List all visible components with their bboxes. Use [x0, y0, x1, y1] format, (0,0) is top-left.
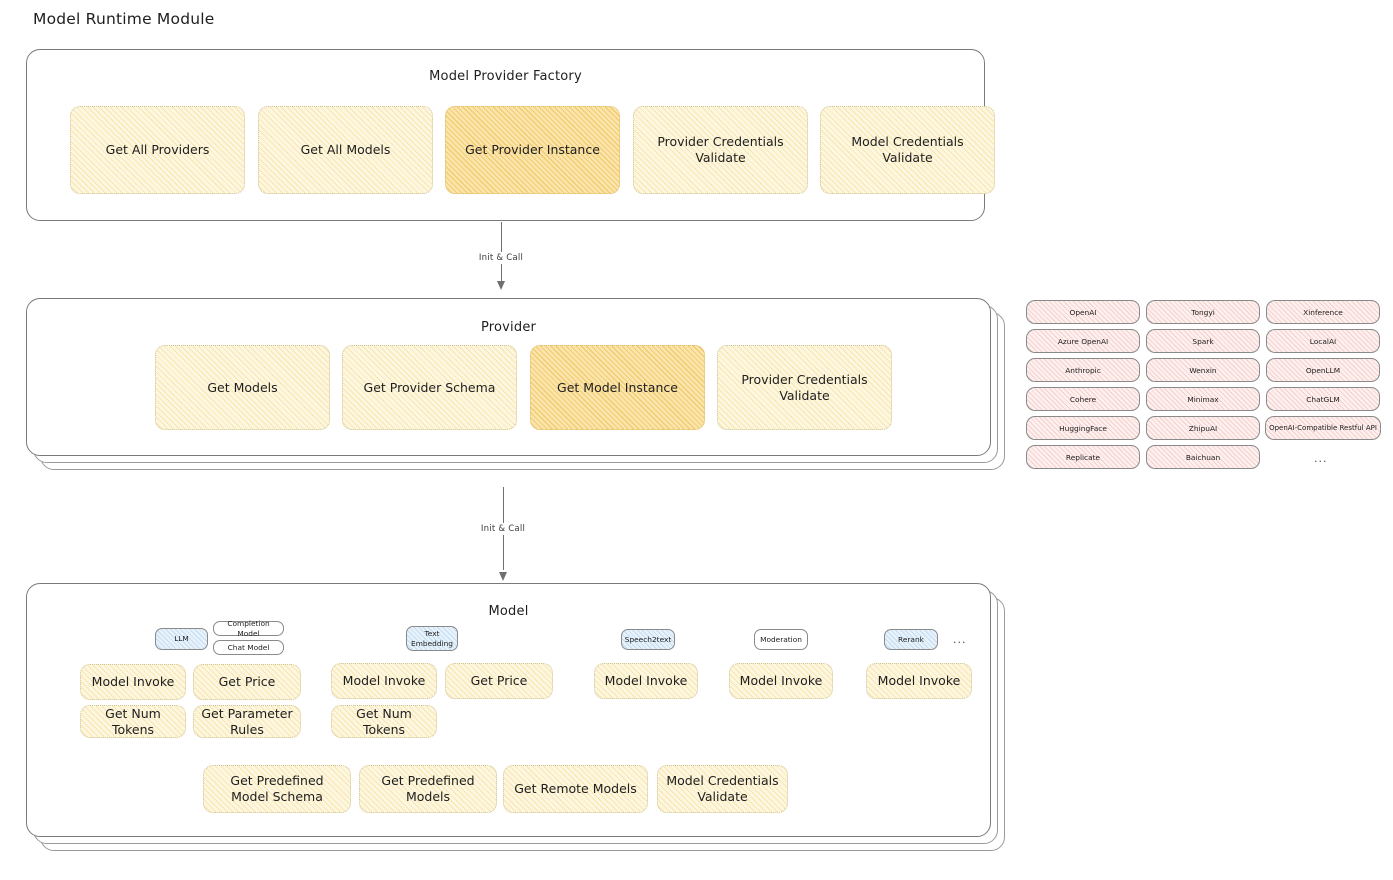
arrow-1-line	[501, 222, 502, 281]
provider-method-get-model-instance[interactable]: Get Model Instance	[530, 345, 705, 430]
model-type-badge-text-embedding[interactable]: Text Embedding	[406, 626, 458, 651]
provider-pill-xinference[interactable]: Xinference	[1266, 300, 1380, 324]
model-type-badge-moderation[interactable]: Moderation	[754, 629, 808, 650]
provider-list-more: ...	[1314, 452, 1328, 465]
text-embedding-method-model-invoke[interactable]: Model Invoke	[331, 663, 437, 699]
provider-panel: Provider Get Models Get Provider Schema …	[26, 298, 1005, 473]
page-title: Model Runtime Module	[33, 10, 215, 28]
model-type-badge-rerank[interactable]: Rerank	[884, 629, 938, 650]
model-method-model-credentials-validate[interactable]: Model Credentials Validate	[657, 765, 788, 813]
provider-title: Provider	[480, 320, 537, 335]
provider-method-get-provider-schema[interactable]: Get Provider Schema	[342, 345, 517, 430]
factory-method-get-all-models[interactable]: Get All Models	[258, 106, 433, 194]
provider-pill-openai-compatible-restful-api[interactable]: OpenAI-Compatible Restful API	[1265, 416, 1381, 440]
llm-method-model-invoke[interactable]: Model Invoke	[80, 664, 186, 700]
model-types-more: ...	[953, 633, 967, 646]
model-type-badge-speech2text[interactable]: Speech2text	[621, 629, 675, 650]
provider-pill-openllm[interactable]: OpenLLM	[1266, 358, 1380, 382]
provider-list: OpenAI Azure OpenAI Anthropic Cohere Hug…	[1026, 300, 1381, 475]
model-type-badge-llm[interactable]: LLM	[155, 628, 208, 650]
provider-pill-chatglm[interactable]: ChatGLM	[1266, 387, 1380, 411]
provider-pill-cohere[interactable]: Cohere	[1026, 387, 1140, 411]
provider-pill-spark[interactable]: Spark	[1146, 329, 1260, 353]
factory-method-get-all-providers[interactable]: Get All Providers	[70, 106, 245, 194]
provider-pill-anthropic[interactable]: Anthropic	[1026, 358, 1140, 382]
llm-method-get-parameter-rules[interactable]: Get Parameter Rules	[193, 705, 301, 738]
factory-method-get-provider-instance[interactable]: Get Provider Instance	[445, 106, 620, 194]
provider-pill-baichuan[interactable]: Baichuan	[1146, 445, 1260, 469]
model-method-get-predefined-model-schema[interactable]: Get Predefined Model Schema	[203, 765, 351, 813]
provider-pill-zhipuai[interactable]: ZhipuAI	[1146, 416, 1260, 440]
rerank-method-model-invoke[interactable]: Model Invoke	[866, 663, 972, 699]
provider-pill-minimax[interactable]: Minimax	[1146, 387, 1260, 411]
text-embedding-method-get-num-tokens[interactable]: Get Num Tokens	[331, 705, 437, 738]
arrow-2-label: Init & Call	[476, 523, 530, 535]
provider-pill-tongyi[interactable]: Tongyi	[1146, 300, 1260, 324]
moderation-method-model-invoke[interactable]: Model Invoke	[729, 663, 833, 699]
model-provider-factory-panel: Model Provider Factory Get All Providers…	[26, 49, 995, 221]
llm-method-get-num-tokens[interactable]: Get Num Tokens	[80, 705, 186, 738]
model-method-get-predefined-models[interactable]: Get Predefined Models	[359, 765, 497, 813]
factory-method-model-credentials-validate[interactable]: Model Credentials Validate	[820, 106, 995, 194]
model-panel: Model LLM Completion Model Chat Model Mo…	[26, 583, 1011, 853]
provider-method-get-models[interactable]: Get Models	[155, 345, 330, 430]
provider-pill-azure-openai[interactable]: Azure OpenAI	[1026, 329, 1140, 353]
speech2text-method-model-invoke[interactable]: Model Invoke	[594, 663, 698, 699]
llm-method-get-price[interactable]: Get Price	[193, 664, 301, 700]
model-method-get-remote-models[interactable]: Get Remote Models	[503, 765, 648, 813]
provider-pill-openai[interactable]: OpenAI	[1026, 300, 1140, 324]
text-embedding-method-get-price[interactable]: Get Price	[445, 663, 553, 699]
model-title: Model	[488, 604, 529, 619]
factory-method-provider-credentials-validate[interactable]: Provider Credentials Validate	[633, 106, 808, 194]
model-subtype-badge-completion-model[interactable]: Completion Model	[213, 619, 284, 638]
factory-title: Model Provider Factory	[429, 69, 582, 84]
provider-pill-replicate[interactable]: Replicate	[1026, 445, 1140, 469]
provider-pill-wenxin[interactable]: Wenxin	[1146, 358, 1260, 382]
arrow-1-label: Init & Call	[474, 252, 528, 264]
provider-method-provider-credentials-validate[interactable]: Provider Credentials Validate	[717, 345, 892, 430]
provider-pill-huggingface[interactable]: HuggingFace	[1026, 416, 1140, 440]
provider-pill-localai[interactable]: LocalAI	[1266, 329, 1380, 353]
model-subtype-badge-chat-model[interactable]: Chat Model	[213, 640, 284, 655]
